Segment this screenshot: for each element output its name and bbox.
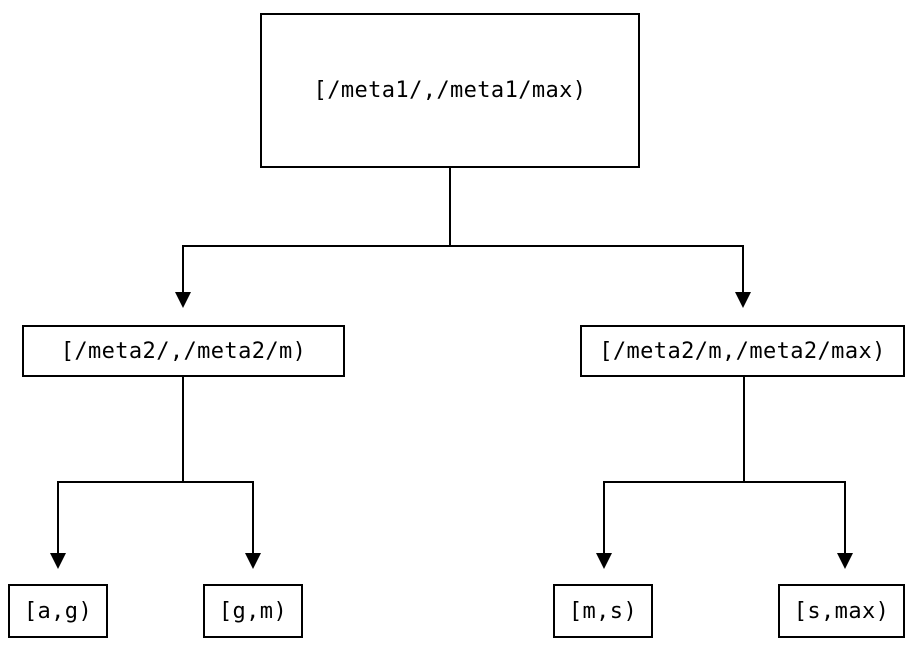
node-label: [/meta2/m,/meta2/max): [599, 338, 886, 364]
node-label: [a,g): [23, 598, 93, 624]
arrow-down-icon: [175, 292, 191, 308]
arrow-down-icon: [596, 553, 612, 569]
node-label: [s,max): [793, 598, 890, 624]
leaf-node-g-m: [g,m): [203, 584, 303, 638]
node-label: [/meta1/,/meta1/max): [313, 78, 587, 103]
leaf-node-a-g: [a,g): [8, 584, 108, 638]
node-meta1-range: [/meta1/,/meta1/max): [260, 13, 640, 168]
arrow-down-icon: [50, 553, 66, 569]
arrow-down-icon: [245, 553, 261, 569]
arrow-down-icon: [837, 553, 853, 569]
node-label: [g,m): [218, 598, 288, 624]
leaf-node-m-s: [m,s): [553, 584, 653, 638]
node-meta2-right-range: [/meta2/m,/meta2/max): [580, 325, 905, 377]
node-meta2-left-range: [/meta2/,/meta2/m): [22, 325, 345, 377]
node-label: [m,s): [568, 598, 638, 624]
node-label: [/meta2/,/meta2/m): [60, 338, 307, 364]
arrow-down-icon: [735, 292, 751, 308]
leaf-node-s-max: [s,max): [778, 584, 905, 638]
